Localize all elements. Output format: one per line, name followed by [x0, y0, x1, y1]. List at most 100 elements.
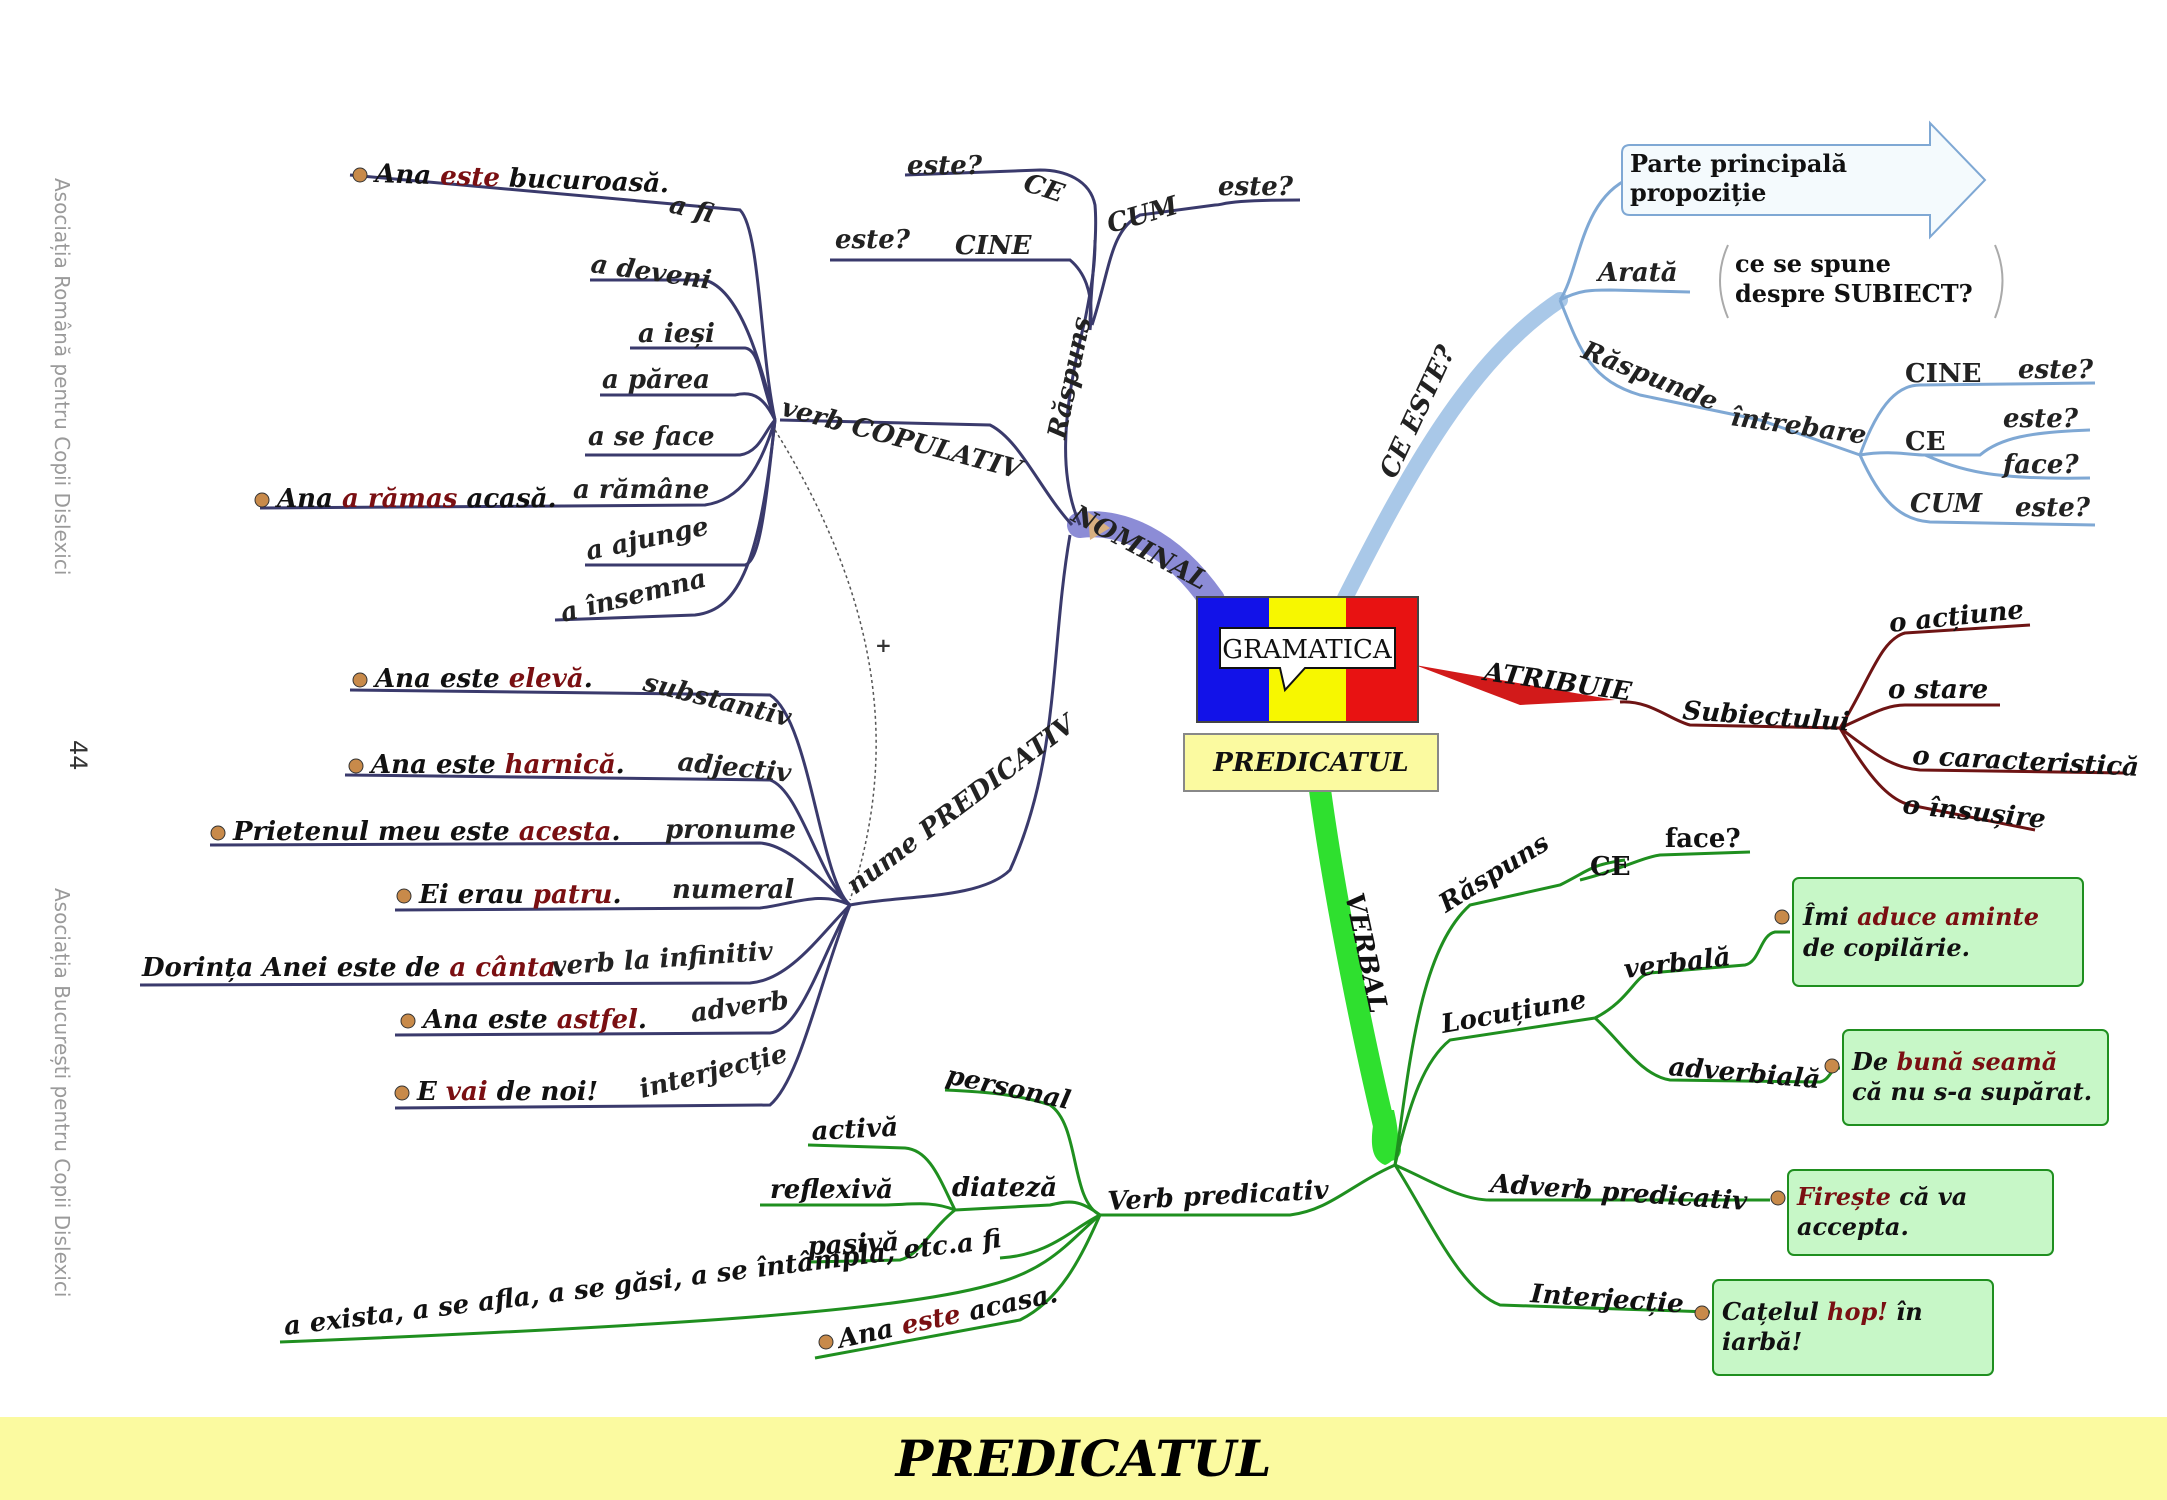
bullet-icon: [210, 825, 226, 841]
example-interjectie: E vai de noi!: [416, 1077, 598, 1107]
center-title-box: [1183, 733, 1439, 792]
verbal-a-fi-label: a fi: [955, 1224, 1004, 1260]
verb-a-ramane: a rămâne: [573, 475, 709, 505]
footer-bar: PREDICATUL: [0, 1417, 2167, 1500]
center-flag-image: GRAMATICA: [1196, 596, 1419, 723]
nominal-label: NOMINAL: [1066, 499, 1213, 596]
q-face-right: face?: [2001, 450, 2079, 480]
raspunde-label: Răspunde: [1576, 335, 1722, 417]
diateza-pasiva: pasivă: [807, 1227, 900, 1262]
svg-text:de copilărie.: de copilărie.: [1803, 933, 1970, 962]
verb-a-ajunge: a ajunge: [583, 512, 711, 567]
attr-actiune: o acțiune: [1888, 595, 2026, 639]
atribuie-branch: [1415, 665, 1615, 705]
bracket-left: [1719, 244, 1729, 319]
example-a-ramane: Ana a rămas acasă.: [274, 484, 557, 514]
bullet-icon: [1824, 1058, 1840, 1074]
definition-line-1: Parte principală: [1630, 149, 1847, 178]
verbal-ce: CE: [1590, 852, 1631, 882]
part-numeral: numeral: [672, 875, 794, 905]
copulativ-dotted-link: [774, 429, 877, 901]
q-este-right-2: este?: [2003, 404, 2079, 434]
q-este-1: este?: [907, 151, 983, 181]
intrebare-label: întrebare: [1729, 402, 1868, 451]
verb-a-parea: a părea: [602, 365, 710, 395]
definition-arrow-box: [1621, 120, 1987, 240]
q-ce-right: CE: [1905, 427, 1946, 457]
adverbiala-label: adverbială: [1667, 1052, 1821, 1095]
q-cum: CUM: [1104, 191, 1183, 240]
definition-line-2: propoziție: [1630, 178, 1766, 207]
svg-text:accepta.: accepta.: [1797, 1212, 1909, 1241]
bullet-icon: [396, 888, 412, 904]
svg-text:Firește că va: Firește că va: [1796, 1182, 1967, 1211]
attr-stare: o stare: [1888, 675, 1988, 705]
bullet-icon: [1694, 1305, 1710, 1321]
q-este-3: este?: [1218, 172, 1294, 202]
svg-text:Cațelul hop! în: Cațelul hop! în: [1722, 1297, 1923, 1326]
bracket-right: [1994, 244, 2004, 319]
arata-label: Arată: [1595, 258, 1678, 288]
bullet-icon: [254, 492, 270, 508]
verb-a-iesi: a ieși: [638, 319, 715, 349]
verb-predicativ-label: Verb predicativ: [1107, 1175, 1331, 1217]
bullet-icon: [352, 672, 368, 688]
box-verbala: Îmi aduce aminte de copilărie.: [1774, 877, 2084, 987]
q-este-2: este?: [835, 225, 911, 255]
q-cine-right: CINE: [1905, 359, 1981, 389]
verbal-branch: [1309, 779, 1401, 1161]
center-badge-text: GRAMATICA: [1222, 635, 1393, 665]
mind-map: + NOMINAL Răspuns este? CE este? CINE CU…: [139, 120, 2140, 1376]
q-ce: CE: [1020, 168, 1069, 209]
verb-a-deveni: a deveni: [589, 249, 713, 296]
arata-line-2: despre SUBIECT?: [1735, 279, 1973, 308]
verb-a-se-face: a se face: [588, 422, 715, 452]
bullet-icon: [400, 1013, 416, 1029]
pencil-tip-icon: [1088, 512, 1110, 540]
subiectului-label: Subiectului: [1682, 696, 1851, 738]
verbal-drip-icon: [1371, 1110, 1399, 1165]
example-adjectiv: Ana este harnică.: [368, 750, 625, 780]
example-infinitiv: Dorința Anei este de a cânta.: [141, 953, 565, 983]
nume-predicativ-label: nume PREDICATIV: [841, 708, 1083, 901]
bullet-icon: [818, 1334, 834, 1350]
center-title: PREDICATUL: [1212, 748, 1408, 778]
svg-text:iarbă!: iarbă!: [1722, 1327, 1802, 1356]
part-pronume: pronume: [665, 815, 796, 845]
box-adverbiala: De bună seamă că nu s-a supărat.: [1824, 1029, 2109, 1126]
svg-text:De bună seamă: De bună seamă: [1851, 1047, 2057, 1076]
verbal-raspuns-label: Răspuns: [1433, 828, 1555, 920]
part-interjectie: interjecție: [636, 1039, 790, 1105]
adverb-predicativ-label: Adverb predicativ: [1487, 1169, 1749, 1217]
interjectie-label: Interjecție: [1529, 1279, 1685, 1320]
footer-title: PREDICATUL: [895, 1429, 1272, 1488]
ce-este-branch: [1337, 292, 1568, 606]
verbal-face: face?: [1665, 824, 1741, 854]
q-este-right-1: este?: [2018, 355, 2094, 385]
verb-a-insemna: a însemna: [557, 564, 709, 629]
verb-a-fi: a fi: [666, 190, 717, 230]
plus-sign: +: [875, 633, 892, 657]
example-a-fi: Ana este bucuroasă.: [372, 159, 670, 199]
box-interjectie: Cațelul hop! în iarbă!: [1694, 1279, 1994, 1376]
q-este-right-3: este?: [2015, 493, 2091, 523]
example-substantiv: Ana este elevă.: [372, 664, 593, 694]
part-adjectiv: adjectiv: [676, 747, 793, 789]
svg-text:că nu s-a supărat.: că nu s-a supărat.: [1852, 1077, 2092, 1106]
arata-line-1: ce se spune: [1735, 249, 1891, 278]
part-substantiv: substantiv: [639, 667, 795, 733]
bullet-icon: [348, 758, 364, 774]
raspuns-label: Răspuns: [1042, 314, 1097, 443]
bullet-icon: [1774, 909, 1790, 925]
svg-text:Îmi aduce aminte: Îmi aduce aminte: [1802, 902, 2039, 931]
bullet-icon: [394, 1085, 410, 1101]
attr-caracteristica: o caracteristică: [1912, 741, 2140, 783]
q-cine: CINE: [955, 231, 1033, 261]
diateza-reflexiva: reflexivă: [770, 1175, 893, 1205]
bullet-icon: [352, 167, 368, 183]
example-pronume: Prietenul meu este acesta.: [232, 817, 621, 847]
example-numeral: Ei erau patru.: [418, 880, 622, 910]
bullet-icon: [1770, 1190, 1786, 1206]
box-adverb-predicativ: Firește că va accepta.: [1770, 1169, 2054, 1256]
q-cum-right: CUM: [1910, 489, 1983, 519]
